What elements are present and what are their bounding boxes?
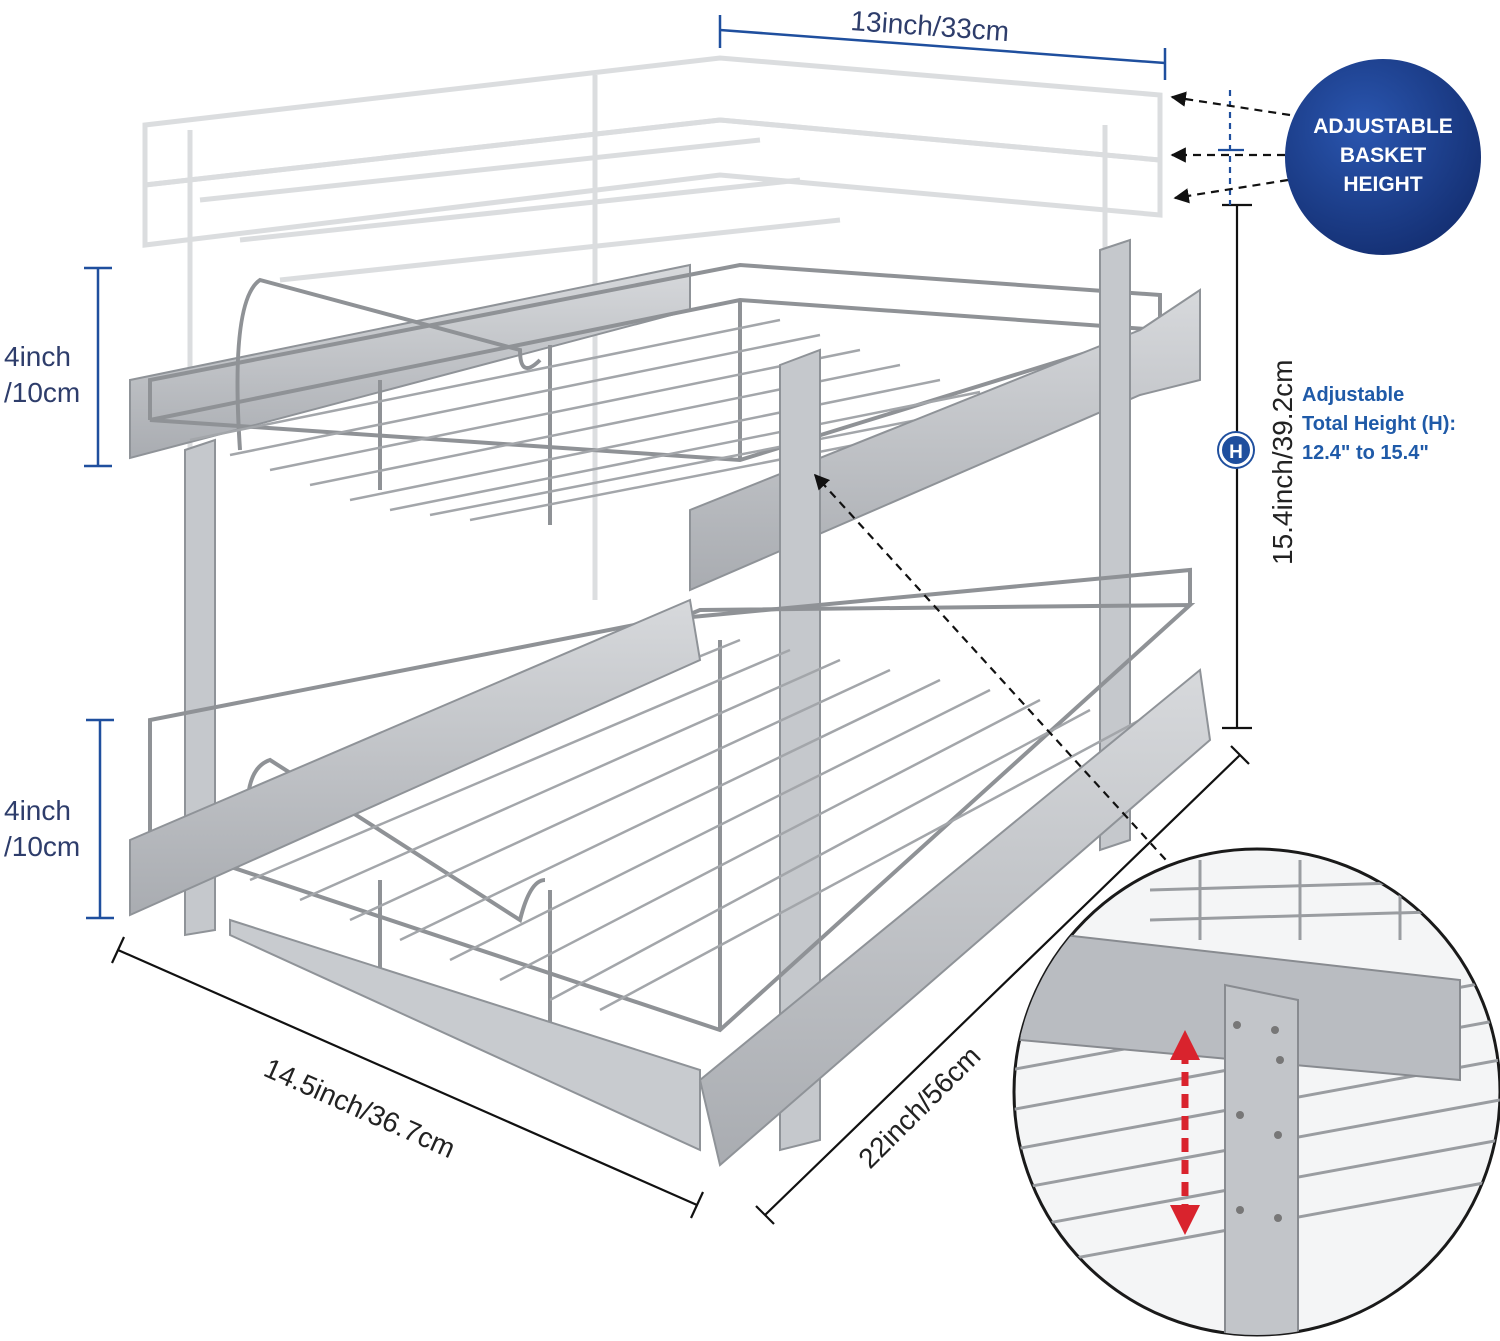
dimension-total-height — [1218, 90, 1252, 730]
adjustable-total-line-3: 12.4" to 15.4" — [1302, 442, 1429, 464]
adjustable-total-height-note: Adjustable Total Height (H): 12.4" to 15… — [1302, 381, 1500, 468]
height-marker-icon: H — [1219, 433, 1253, 467]
front-width-label: 14.5inch/36.7cm — [260, 1052, 460, 1164]
lower-rails — [129, 598, 1212, 1167]
badge-label: ADJUSTABLE BASKET HEIGHT — [1288, 112, 1478, 199]
dimension-upper-height — [84, 266, 112, 468]
adjustable-total-line-2: Total Height (H): — [1302, 413, 1457, 435]
dimension-depth — [755, 745, 1250, 1225]
adjustable-total-line-1: Adjustable — [1302, 384, 1405, 406]
upper-height-label-2: /10cm — [4, 377, 80, 408]
lower-height-label-2: /10cm — [4, 831, 80, 862]
badge-line-1: ADJUSTABLE — [1313, 115, 1453, 138]
dimension-top-width — [718, 15, 1167, 80]
adjustable-height-badge — [1285, 59, 1481, 255]
badge-line-2: BASKET — [1339, 144, 1427, 167]
zoom-detail — [1012, 847, 1500, 1337]
upper-height-label-1: 4inch — [4, 341, 71, 372]
dimension-front-width — [111, 936, 704, 1219]
ghost-basket-positions — [142, 55, 1163, 600]
upper-left-rail — [129, 263, 691, 460]
lower-height-label-1: 4inch — [4, 795, 71, 826]
badge-line-3: HEIGHT — [1343, 173, 1423, 196]
total-height-label: 15.4inch/39.2cm — [1267, 360, 1298, 565]
badge-pointer-arrows — [813, 91, 1291, 871]
depth-label: 22inch/56cm — [852, 1040, 986, 1174]
dimension-lower-height — [86, 718, 114, 920]
